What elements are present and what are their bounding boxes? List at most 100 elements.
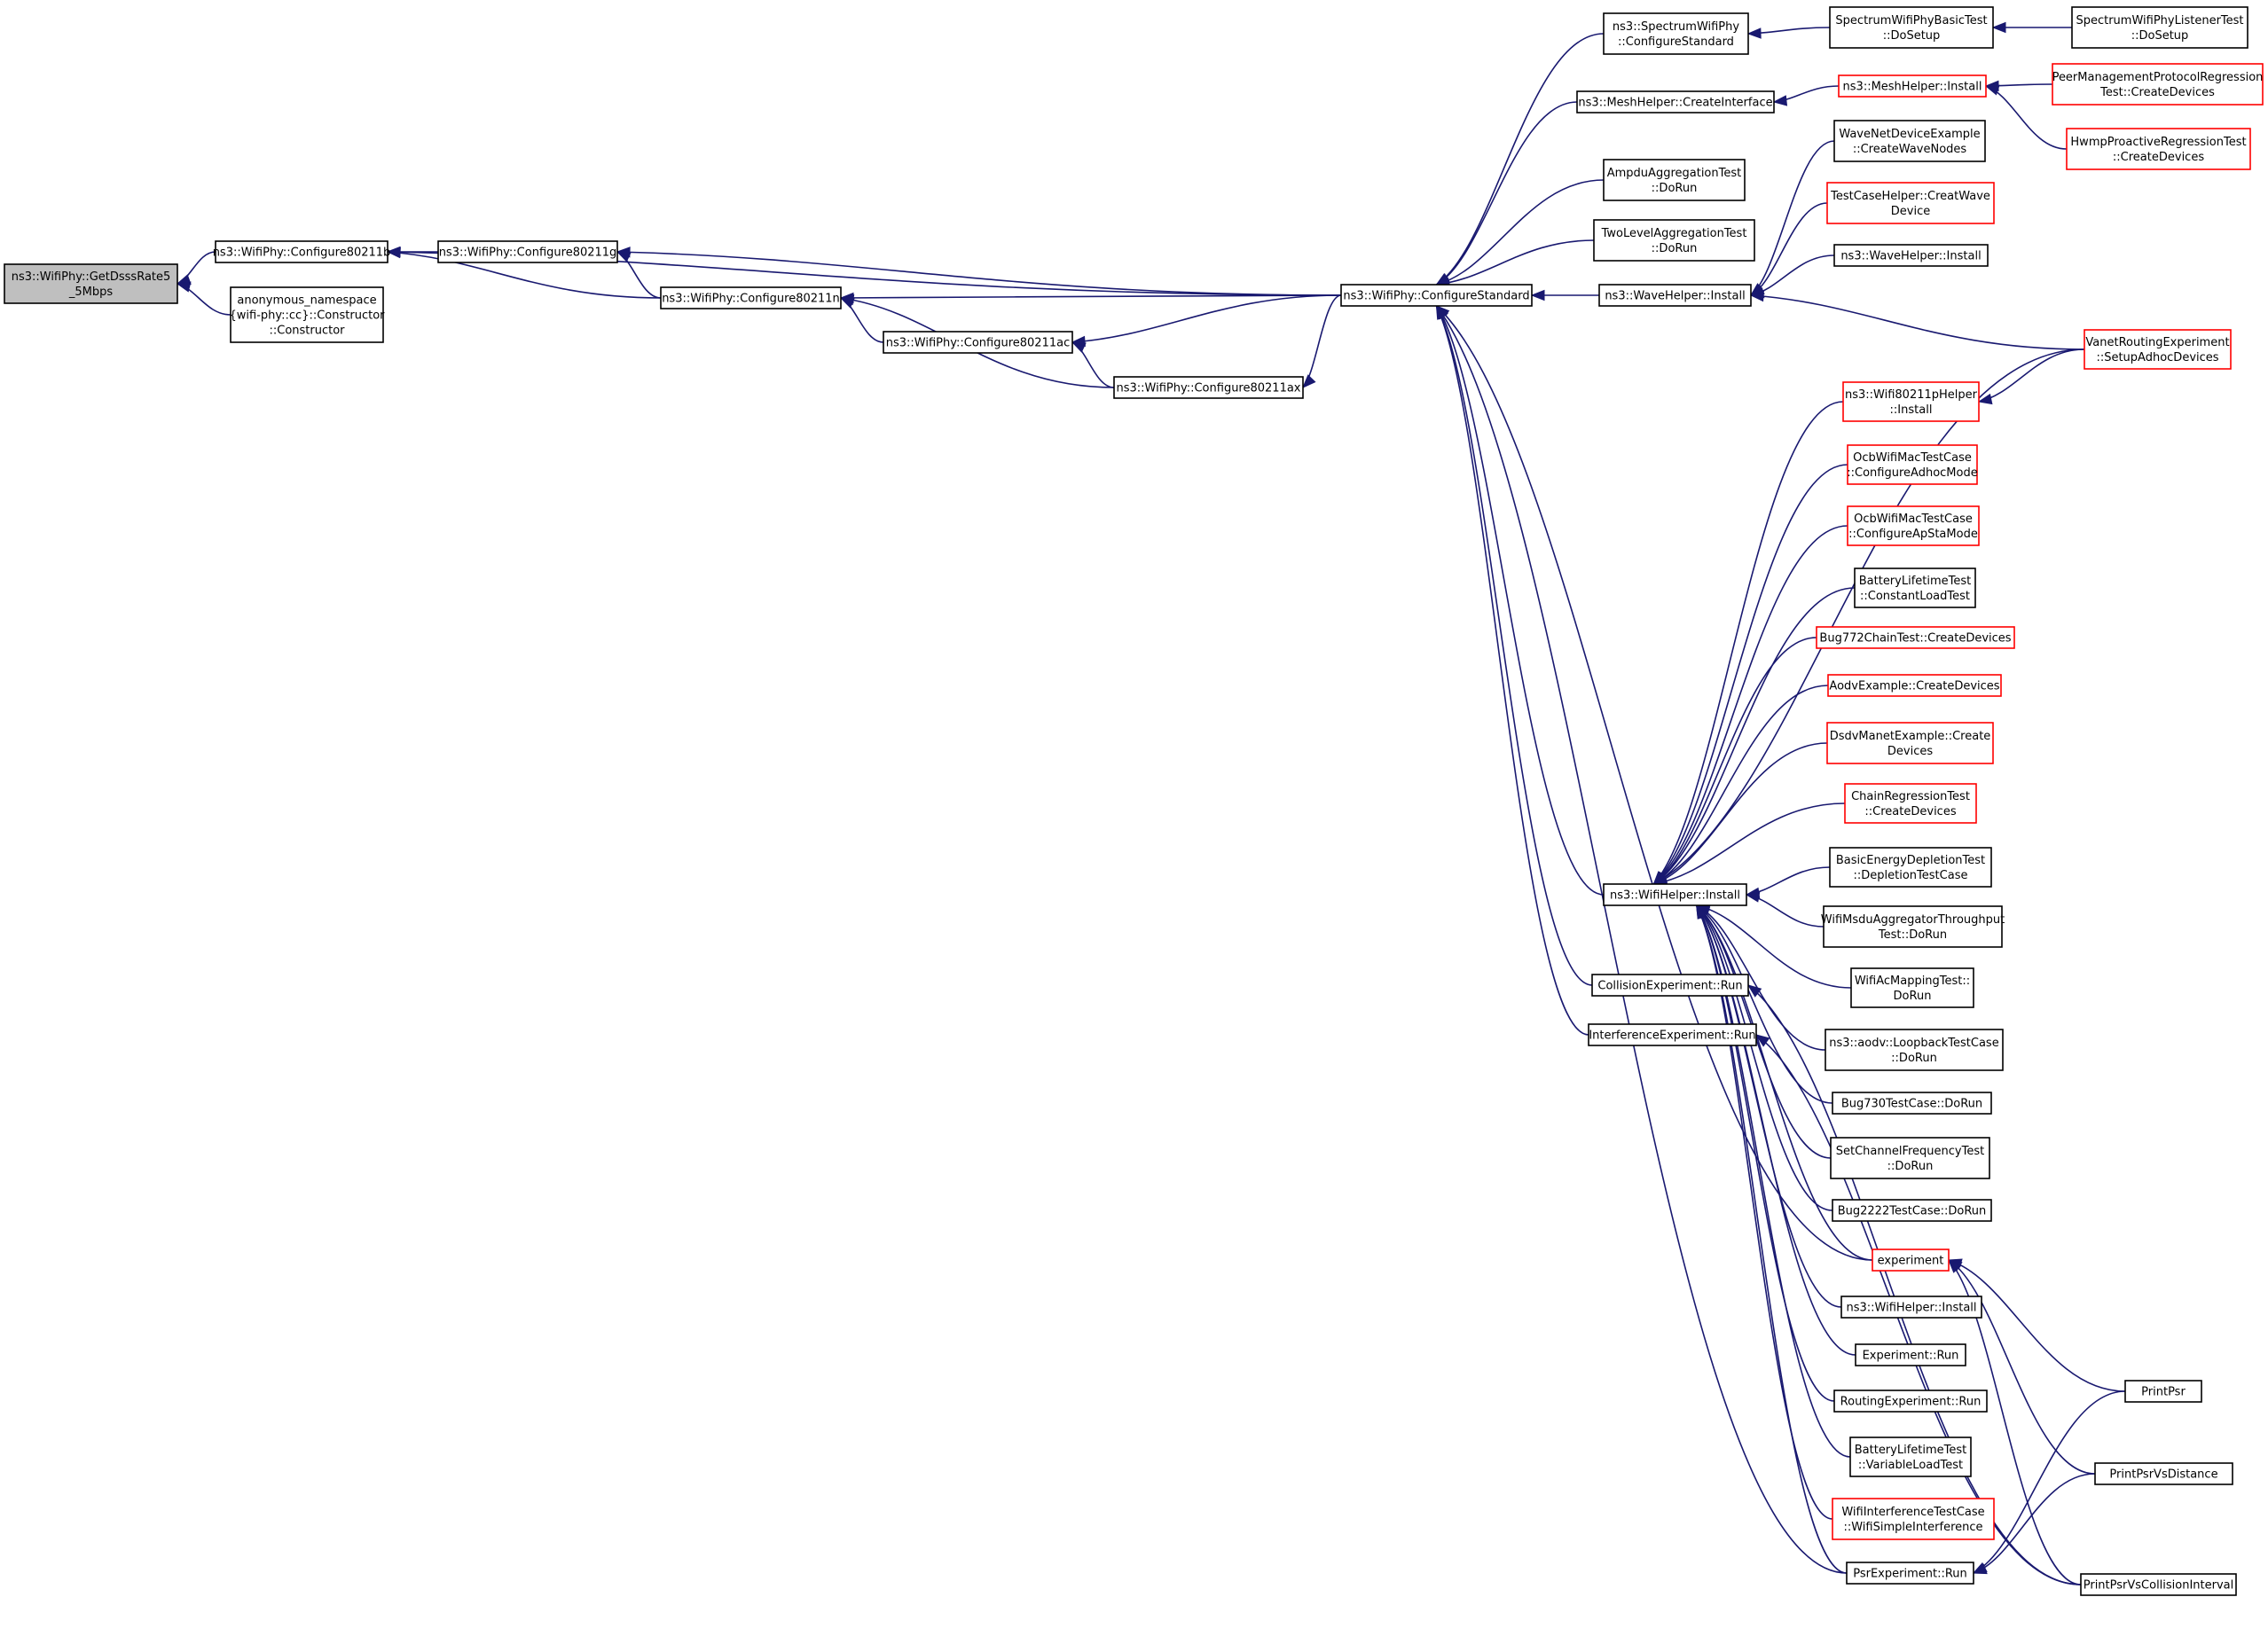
node-box bbox=[1829, 847, 1992, 888]
node-label-line: VanetRoutingExperiment bbox=[2085, 336, 2229, 349]
node-peerMgmt[interactable]: PeerManagementProtocolRegressionTest::Cr… bbox=[2052, 63, 2264, 106]
node-box bbox=[1826, 182, 1995, 224]
node-root[interactable]: ns3::WifiPhy::GetDsssRate5_5Mbps bbox=[4, 263, 178, 304]
call-edge-twolevel-to-cstd bbox=[1436, 239, 1595, 286]
node-c80211ac[interactable]: ns3::WifiPhy::Configure80211ac bbox=[883, 331, 1073, 354]
node-box bbox=[1833, 244, 1989, 267]
node-box bbox=[1855, 1343, 1966, 1366]
call-edge-dsdv-to-wifiInstall bbox=[1653, 742, 1828, 885]
arrowhead-wifiInstall bbox=[1696, 904, 1707, 920]
node-ampdu[interactable]: AmpduAggregationTest::DoRun bbox=[1603, 159, 1746, 201]
arrowhead-c80211b bbox=[386, 247, 401, 258]
call-edge-cstd-to-c80211g bbox=[616, 251, 1342, 296]
node-c80211g[interactable]: ns3::WifiPhy::Configure80211g bbox=[437, 240, 618, 263]
call-edge-vanet-to-waveInstall bbox=[1750, 294, 2085, 350]
node-printPsrColl[interactable]: PrintPsrVsCollisionInterval bbox=[2080, 1573, 2237, 1596]
arrowhead-c80211ac bbox=[1071, 335, 1086, 348]
node-twolevel[interactable]: TwoLevelAggregationTest::DoRun bbox=[1593, 219, 1755, 262]
node-box bbox=[1603, 12, 1749, 55]
node-box bbox=[1816, 626, 2015, 649]
node-box bbox=[1850, 967, 1974, 1008]
node-label-line: ns3::Wifi80211pHelper bbox=[1845, 388, 1978, 402]
node-printPsrDist[interactable]: PrintPsrVsDistance bbox=[2094, 1462, 2233, 1485]
node-spectrumBasic[interactable]: SpectrumWifiPhyBasicTest::DoSetup bbox=[1829, 6, 1994, 49]
node-box bbox=[1823, 905, 2003, 948]
node-setChannel[interactable]: SetChannelFrequencyTest::DoRun bbox=[1830, 1137, 1990, 1179]
node-experiment[interactable]: experiment bbox=[1872, 1249, 1950, 1272]
node-label-line: DoRun bbox=[1894, 990, 1932, 1003]
node-label-line: WaveNetDeviceExample bbox=[1839, 128, 1980, 141]
node-basicEnergy[interactable]: BasicEnergyDepletionTest::DepletionTestC… bbox=[1829, 847, 1992, 888]
node-wifiInstall[interactable]: ns3::WifiHelper::Install bbox=[1603, 883, 1747, 906]
node-batteryVar[interactable]: BatteryLifetimeTest::VariableLoadTest bbox=[1849, 1437, 1972, 1477]
call-edge-vanet-to-wifi80211p bbox=[1978, 348, 2085, 403]
node-routingRun[interactable]: RoutingExperiment::Run bbox=[1833, 1390, 1988, 1413]
node-label-line: WifiInterferenceTestCase bbox=[1841, 1506, 1984, 1519]
node-box bbox=[1830, 1137, 1990, 1179]
node-label-line: ::VariableLoadTest bbox=[1858, 1459, 1963, 1472]
node-label-line: ::CreateDevices bbox=[2113, 151, 2204, 164]
node-label-line: AmpduAggregationTest bbox=[1607, 167, 1741, 180]
node-spectrum[interactable]: ns3::SpectrumWifiPhy::ConfigureStandard bbox=[1603, 12, 1749, 55]
node-bug730[interactable]: Bug730TestCase::DoRun bbox=[1832, 1092, 1992, 1115]
node-psrRun[interactable]: PsrExperiment::Run bbox=[1846, 1562, 1974, 1585]
node-label-line: Devices bbox=[1887, 745, 1933, 758]
call-edge-printPsrDist-to-psrRun bbox=[1973, 1473, 2096, 1574]
node-expRun[interactable]: Experiment::Run bbox=[1855, 1343, 1966, 1366]
call-edge-waveInstall2-to-waveInstall bbox=[1750, 254, 1835, 296]
node-interference[interactable]: InterferenceExperiment::Run bbox=[1588, 1023, 1757, 1046]
node-bug772[interactable]: Bug772ChainTest::CreateDevices bbox=[1816, 626, 2015, 649]
node-ocbAdhoc[interactable]: OcbWifiMacTestCase::ConfigureAdhocMode bbox=[1847, 444, 1978, 485]
call-edge-printPsrColl-to-collision bbox=[1747, 984, 2082, 1585]
node-meshCI[interactable]: ns3::MeshHelper::CreateInterface bbox=[1576, 90, 1775, 114]
call-edge-aodvEx-to-wifiInstall bbox=[1652, 685, 1829, 885]
node-cstd[interactable]: ns3::WifiPhy::ConfigureStandard bbox=[1340, 284, 1533, 307]
node-box bbox=[2071, 6, 2248, 49]
call-edge-cstd-to-c80211n bbox=[840, 294, 1342, 299]
node-wifi80211p[interactable]: ns3::Wifi80211pHelper::Install bbox=[1842, 381, 1980, 422]
node-waveNet[interactable]: WaveNetDeviceExample::CreateWaveNodes bbox=[1833, 120, 1986, 162]
node-batteryConst[interactable]: BatteryLifetimeTest::ConstantLoadTest bbox=[1854, 568, 1976, 608]
node-label-line: ns3::WifiPhy::Configure80211ax bbox=[1116, 382, 1300, 395]
node-label-line: ::ConfigureAdhocMode bbox=[1847, 466, 1977, 480]
node-label-line: TwoLevelAggregationTest bbox=[1601, 227, 1747, 240]
node-spectrumListener[interactable]: SpectrumWifiPhyListenerTest::DoSetup bbox=[2071, 6, 2248, 49]
node-anon[interactable]: anonymous_namespace{wifi-phy::cc}::Const… bbox=[230, 286, 386, 343]
node-bug2222[interactable]: Bug2222TestCase::DoRun bbox=[1832, 1199, 1992, 1222]
node-dsdv[interactable]: DsdvManetExample::CreateDevices bbox=[1826, 722, 1994, 764]
node-label-line: ::Constructor bbox=[269, 325, 345, 338]
node-waveInstall2[interactable]: ns3::WaveHelper::Install bbox=[1833, 244, 1989, 267]
node-c80211ax[interactable]: ns3::WifiPhy::Configure80211ax bbox=[1113, 376, 1304, 399]
nodes-layer: ns3::WifiPhy::GetDsssRate5_5Mbpsns3::Wif… bbox=[4, 6, 2264, 1596]
node-waveInstall[interactable]: ns3::WaveHelper::Install bbox=[1598, 284, 1752, 307]
node-chainReg[interactable]: ChainRegressionTest::CreateDevices bbox=[1844, 783, 1977, 824]
node-c80211n[interactable]: ns3::WifiPhy::Configure80211n bbox=[660, 286, 842, 309]
node-aodvEx[interactable]: AodvExample::CreateDevices bbox=[1827, 674, 2002, 697]
node-aodvLoop[interactable]: ns3::aodv::LoopbackTestCase::DoRun bbox=[1825, 1029, 2004, 1071]
node-label-line: ::ConstantLoadTest bbox=[1860, 590, 1970, 603]
node-c80211b[interactable]: ns3::WifiPhy::Configure80211b bbox=[213, 240, 391, 263]
node-label-line: SpectrumWifiPhyBasicTest bbox=[1835, 14, 1987, 27]
call-edge-wifiInstall-to-cstd bbox=[1435, 305, 1605, 896]
arrowhead-c80211ax bbox=[1302, 374, 1316, 388]
node-label-line: ns3::WifiHelper::Install bbox=[1610, 889, 1740, 903]
call-edge-experiment-to-cstd bbox=[1435, 305, 1873, 1261]
node-hwmp[interactable]: HwmpProactiveRegressionTest::CreateDevic… bbox=[2066, 128, 2251, 170]
call-edge-bug772-to-wifiInstall bbox=[1652, 637, 1817, 885]
node-collision[interactable]: CollisionExperiment::Run bbox=[1591, 974, 1749, 997]
node-wifiInterf[interactable]: WifiInterferenceTestCase::WifiSimpleInte… bbox=[1832, 1498, 1995, 1540]
node-ocbApSta[interactable]: OcbWifiMacTestCase::ConfigureApStaMode bbox=[1847, 505, 1980, 546]
node-wifiInstall2[interactable]: ns3::WifiHelper::Install bbox=[1840, 1296, 1982, 1319]
node-vanet[interactable]: VanetRoutingExperiment::SetupAdhocDevice… bbox=[2084, 329, 2232, 370]
node-box bbox=[1833, 1390, 1988, 1413]
call-edge-meshCI-to-cstd bbox=[1436, 101, 1578, 286]
node-meshInstall[interactable]: ns3::MeshHelper::Install bbox=[1838, 74, 1987, 98]
call-edge-cstd-to-c80211ax bbox=[1302, 294, 1342, 388]
node-printPsr[interactable]: PrintPsr bbox=[2124, 1380, 2202, 1403]
node-acMapping[interactable]: WifiAcMappingTest::DoRun bbox=[1850, 967, 1974, 1008]
node-label-line: ns3::WifiPhy::Configure80211b bbox=[213, 247, 391, 260]
node-box bbox=[4, 263, 178, 304]
node-box bbox=[1849, 1437, 1972, 1477]
